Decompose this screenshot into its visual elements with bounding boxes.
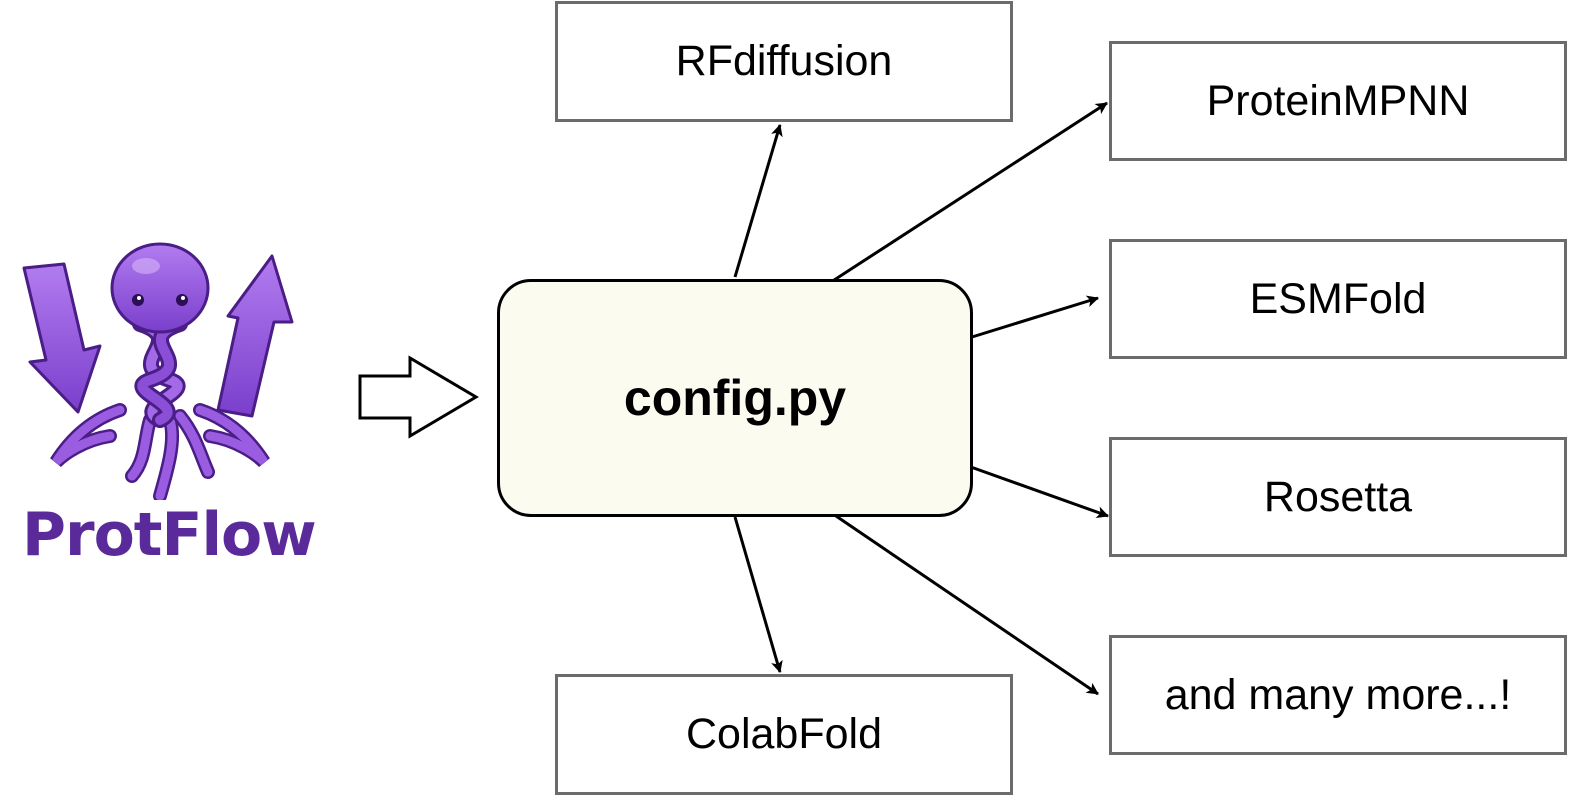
esmfold-node: ESMFold: [1109, 239, 1567, 359]
colabfold-label: ColabFold: [686, 710, 882, 758]
colabfold-node: ColabFold: [555, 674, 1013, 795]
esmfold-label: ESMFold: [1249, 274, 1427, 323]
many-more-label: and many more...!: [1164, 670, 1512, 719]
rfdiffusion-label: RFdiffusion: [675, 37, 893, 85]
up-arrow-icon: [216, 254, 294, 418]
arrow-to-proteinmpnn: [827, 101, 1108, 286]
octopus-icon: [50, 242, 270, 500]
protflow-wordmark: ProtFlow: [22, 500, 317, 570]
config-label: config.py: [623, 370, 847, 426]
rfdiffusion-node: RFdiffusion: [555, 1, 1013, 122]
outline-right-arrow-icon: [358, 355, 479, 439]
rosetta-label: Rosetta: [1263, 472, 1413, 521]
protflow-logo: [22, 242, 294, 500]
down-arrow-icon: [22, 262, 102, 414]
arrow-to-colabfold: [733, 516, 783, 673]
arrow-to-more: [835, 514, 1099, 696]
config-node: config.py: [497, 279, 973, 517]
rosetta-node: Rosetta: [1109, 437, 1567, 557]
arrow-to-rosetta: [967, 464, 1109, 518]
arrow-to-rfdiffusion: [733, 124, 783, 278]
many-more-node: and many more...!: [1109, 635, 1567, 755]
arrow-to-esmfold: [971, 295, 1099, 339]
proteinmpnn-label: ProteinMPNN: [1206, 76, 1470, 125]
proteinmpnn-node: ProteinMPNN: [1109, 41, 1567, 161]
